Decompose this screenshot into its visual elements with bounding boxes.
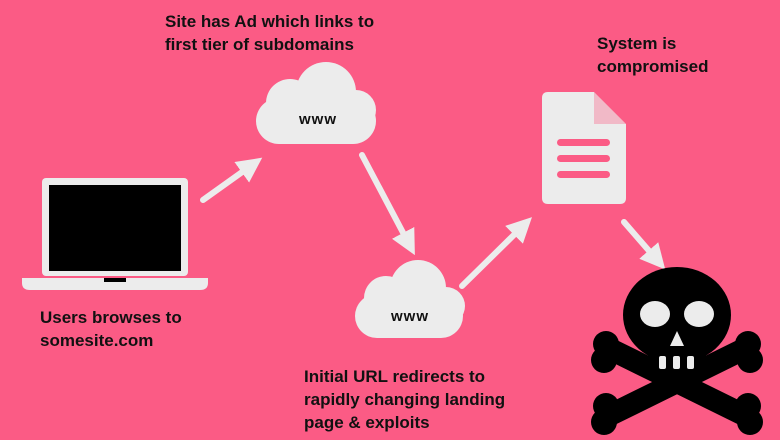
cloud-icon: www xyxy=(256,62,376,144)
arrow-document-to-skull xyxy=(621,219,666,270)
cloud-icon: www xyxy=(355,260,465,338)
flow-arrows xyxy=(200,152,666,289)
step-ad-label: Site has Ad which links to first tier of… xyxy=(165,12,375,54)
arrow-laptop-to-cloud xyxy=(200,157,263,203)
arrow-cloud-to-cloud xyxy=(359,152,415,256)
step-user-label: Users browses to somesite.com xyxy=(40,308,182,350)
step-redirect-label: Initial URL redirects to rapidly changin… xyxy=(304,367,506,432)
document-icon xyxy=(542,92,626,204)
step-compromised-label: System is compromised xyxy=(597,34,709,76)
skull-crossbones-icon xyxy=(591,267,763,435)
arrow-cloud-to-document xyxy=(459,217,532,289)
laptop-icon xyxy=(22,178,208,290)
cloud-bottom-label: www xyxy=(390,308,429,325)
cloud-top-label: www xyxy=(298,111,337,128)
